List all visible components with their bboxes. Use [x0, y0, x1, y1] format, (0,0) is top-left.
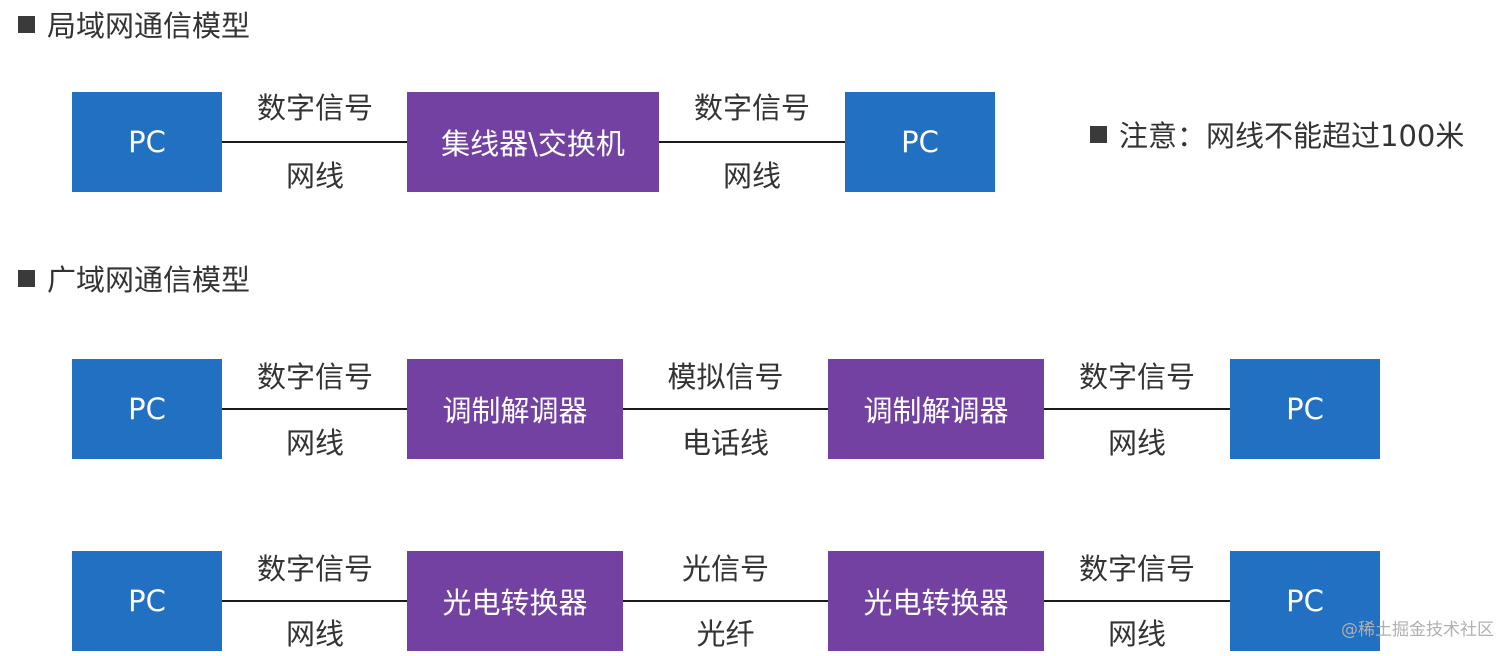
- wan-row1-modem-left-label: 调制解调器: [442, 394, 588, 428]
- lan-link-right-medium: 网线: [722, 159, 781, 193]
- wan-row1-pc-right-label: PC: [1286, 392, 1324, 426]
- lan-pc-right-label: PC: [901, 125, 939, 159]
- wan-row2-converter-right: 光电转换器: [828, 551, 1044, 651]
- wan-row1-link-right-signal: 数字信号: [1078, 360, 1195, 394]
- wan-row1-link-mid-medium: 电话线: [681, 426, 769, 460]
- wan-row1-link-left-medium: 网线: [285, 426, 344, 460]
- wan-row1-link-left-signal: 数字信号: [256, 360, 373, 394]
- wan-row1-modem-right: 调制解调器: [828, 359, 1044, 459]
- lan-hub-switch: 集线器\交换机: [407, 92, 659, 192]
- lan-link-right-line: [659, 141, 845, 143]
- wan-row1-pc-left: PC: [72, 359, 222, 459]
- square-bullet-icon: [18, 15, 35, 33]
- wan-row1-link-right-line: [1044, 408, 1230, 410]
- wan-row2-converter-right-label: 光电转换器: [863, 586, 1009, 620]
- lan-link-left-medium: 网线: [285, 159, 344, 193]
- wan-row1-link-left-line: [222, 408, 408, 410]
- wan-row2-pc-right: PC: [1230, 551, 1380, 651]
- lan-heading-text: 局域网通信模型: [47, 9, 251, 43]
- wan-section-heading: 广域网通信模型: [18, 256, 250, 300]
- wan-row2-converter-left: 光电转换器: [407, 551, 623, 651]
- wan-row2-converter-left-label: 光电转换器: [442, 586, 588, 620]
- lan-note-text: 注意：网线不能超过100米: [1119, 119, 1465, 153]
- wan-row2-link-right-signal: 数字信号: [1078, 552, 1195, 586]
- wan-heading-text: 广域网通信模型: [47, 263, 251, 297]
- wan-row2-pc-right-label: PC: [1286, 584, 1324, 618]
- watermark: @稀土掘金技术社区: [1341, 620, 1494, 640]
- square-bullet-icon: [1090, 125, 1107, 143]
- lan-pc-right: PC: [845, 92, 995, 192]
- wan-row1-link-mid-line: [623, 408, 828, 410]
- lan-link-left-line: [222, 141, 408, 143]
- lan-cable-note: 注意：网线不能超过100米: [1090, 112, 1464, 156]
- lan-link-left-signal: 数字信号: [256, 91, 373, 125]
- wan-row2-link-mid-medium: 光纤: [696, 617, 755, 651]
- wan-row2-link-left-line: [222, 600, 408, 602]
- wan-row2-link-right-line: [1044, 600, 1230, 602]
- wan-row2-link-left-medium: 网线: [285, 617, 344, 651]
- lan-pc-left: PC: [72, 92, 222, 192]
- lan-section-heading: 局域网通信模型: [18, 2, 250, 46]
- lan-link-right-signal: 数字信号: [693, 91, 810, 125]
- wan-row2-link-left-signal: 数字信号: [256, 552, 373, 586]
- wan-row2-pc-left-label: PC: [128, 584, 166, 618]
- wan-row1-link-right-medium: 网线: [1107, 426, 1166, 460]
- wan-row1-link-mid-signal: 模拟信号: [667, 360, 784, 394]
- wan-row2-link-mid-signal: 光信号: [681, 552, 769, 586]
- wan-row1-modem-right-label: 调制解调器: [863, 394, 1009, 428]
- lan-hub-switch-label: 集线器\交换机: [441, 127, 625, 161]
- wan-row1-pc-left-label: PC: [128, 392, 166, 426]
- wan-row2-pc-left: PC: [72, 551, 222, 651]
- lan-pc-left-label: PC: [128, 125, 166, 159]
- wan-row1-pc-right: PC: [1230, 359, 1380, 459]
- square-bullet-icon: [18, 269, 35, 287]
- wan-row2-link-mid-line: [623, 600, 828, 602]
- wan-row2-link-right-medium: 网线: [1107, 617, 1166, 651]
- wan-row1-modem-left: 调制解调器: [407, 359, 623, 459]
